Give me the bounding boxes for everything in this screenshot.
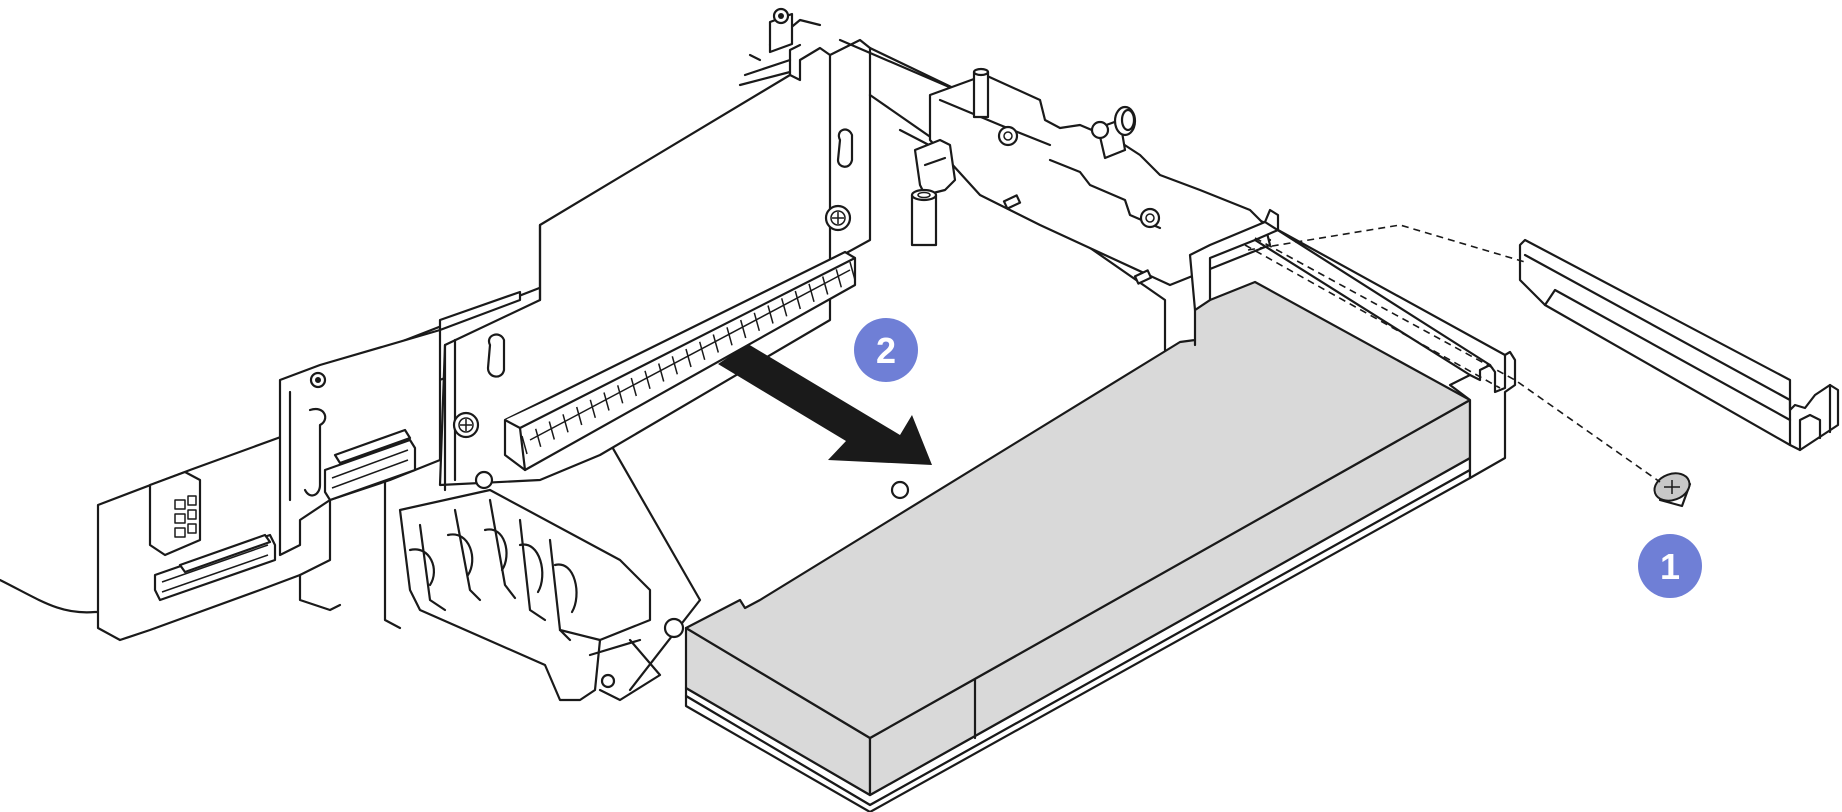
guide-pin: [972, 67, 990, 119]
callout-number-1: 1: [1660, 546, 1680, 587]
mcio-connector-upper: [323, 428, 417, 502]
riser-rear-wall: [838, 38, 1272, 352]
riser-bracket-wall: [438, 7, 872, 492]
pcie-slot: [503, 250, 857, 472]
plunger-pin: [1090, 105, 1137, 160]
adapter-retention-latch: [398, 470, 910, 702]
callout-badge-1: 1: [1638, 534, 1702, 598]
pcie-adapter: [684, 280, 1472, 812]
bracket-screw: [1653, 472, 1692, 508]
callout-number-2: 2: [876, 330, 896, 371]
adapter-bracket: [1188, 208, 1517, 480]
slot-filler-bracket: [1518, 238, 1840, 452]
removal-direction-arrow: [718, 344, 932, 465]
mcio-connector-lower: [153, 533, 277, 602]
top-thumbscrew: [768, 7, 794, 54]
callout-badge-2: 2: [854, 318, 918, 382]
bracket-screw-lower: [452, 411, 480, 439]
standoff: [910, 188, 938, 247]
alignment-dashed-lines: [1244, 224, 1661, 483]
bracket-screw-upper: [824, 204, 852, 232]
power-connector: [148, 470, 202, 557]
